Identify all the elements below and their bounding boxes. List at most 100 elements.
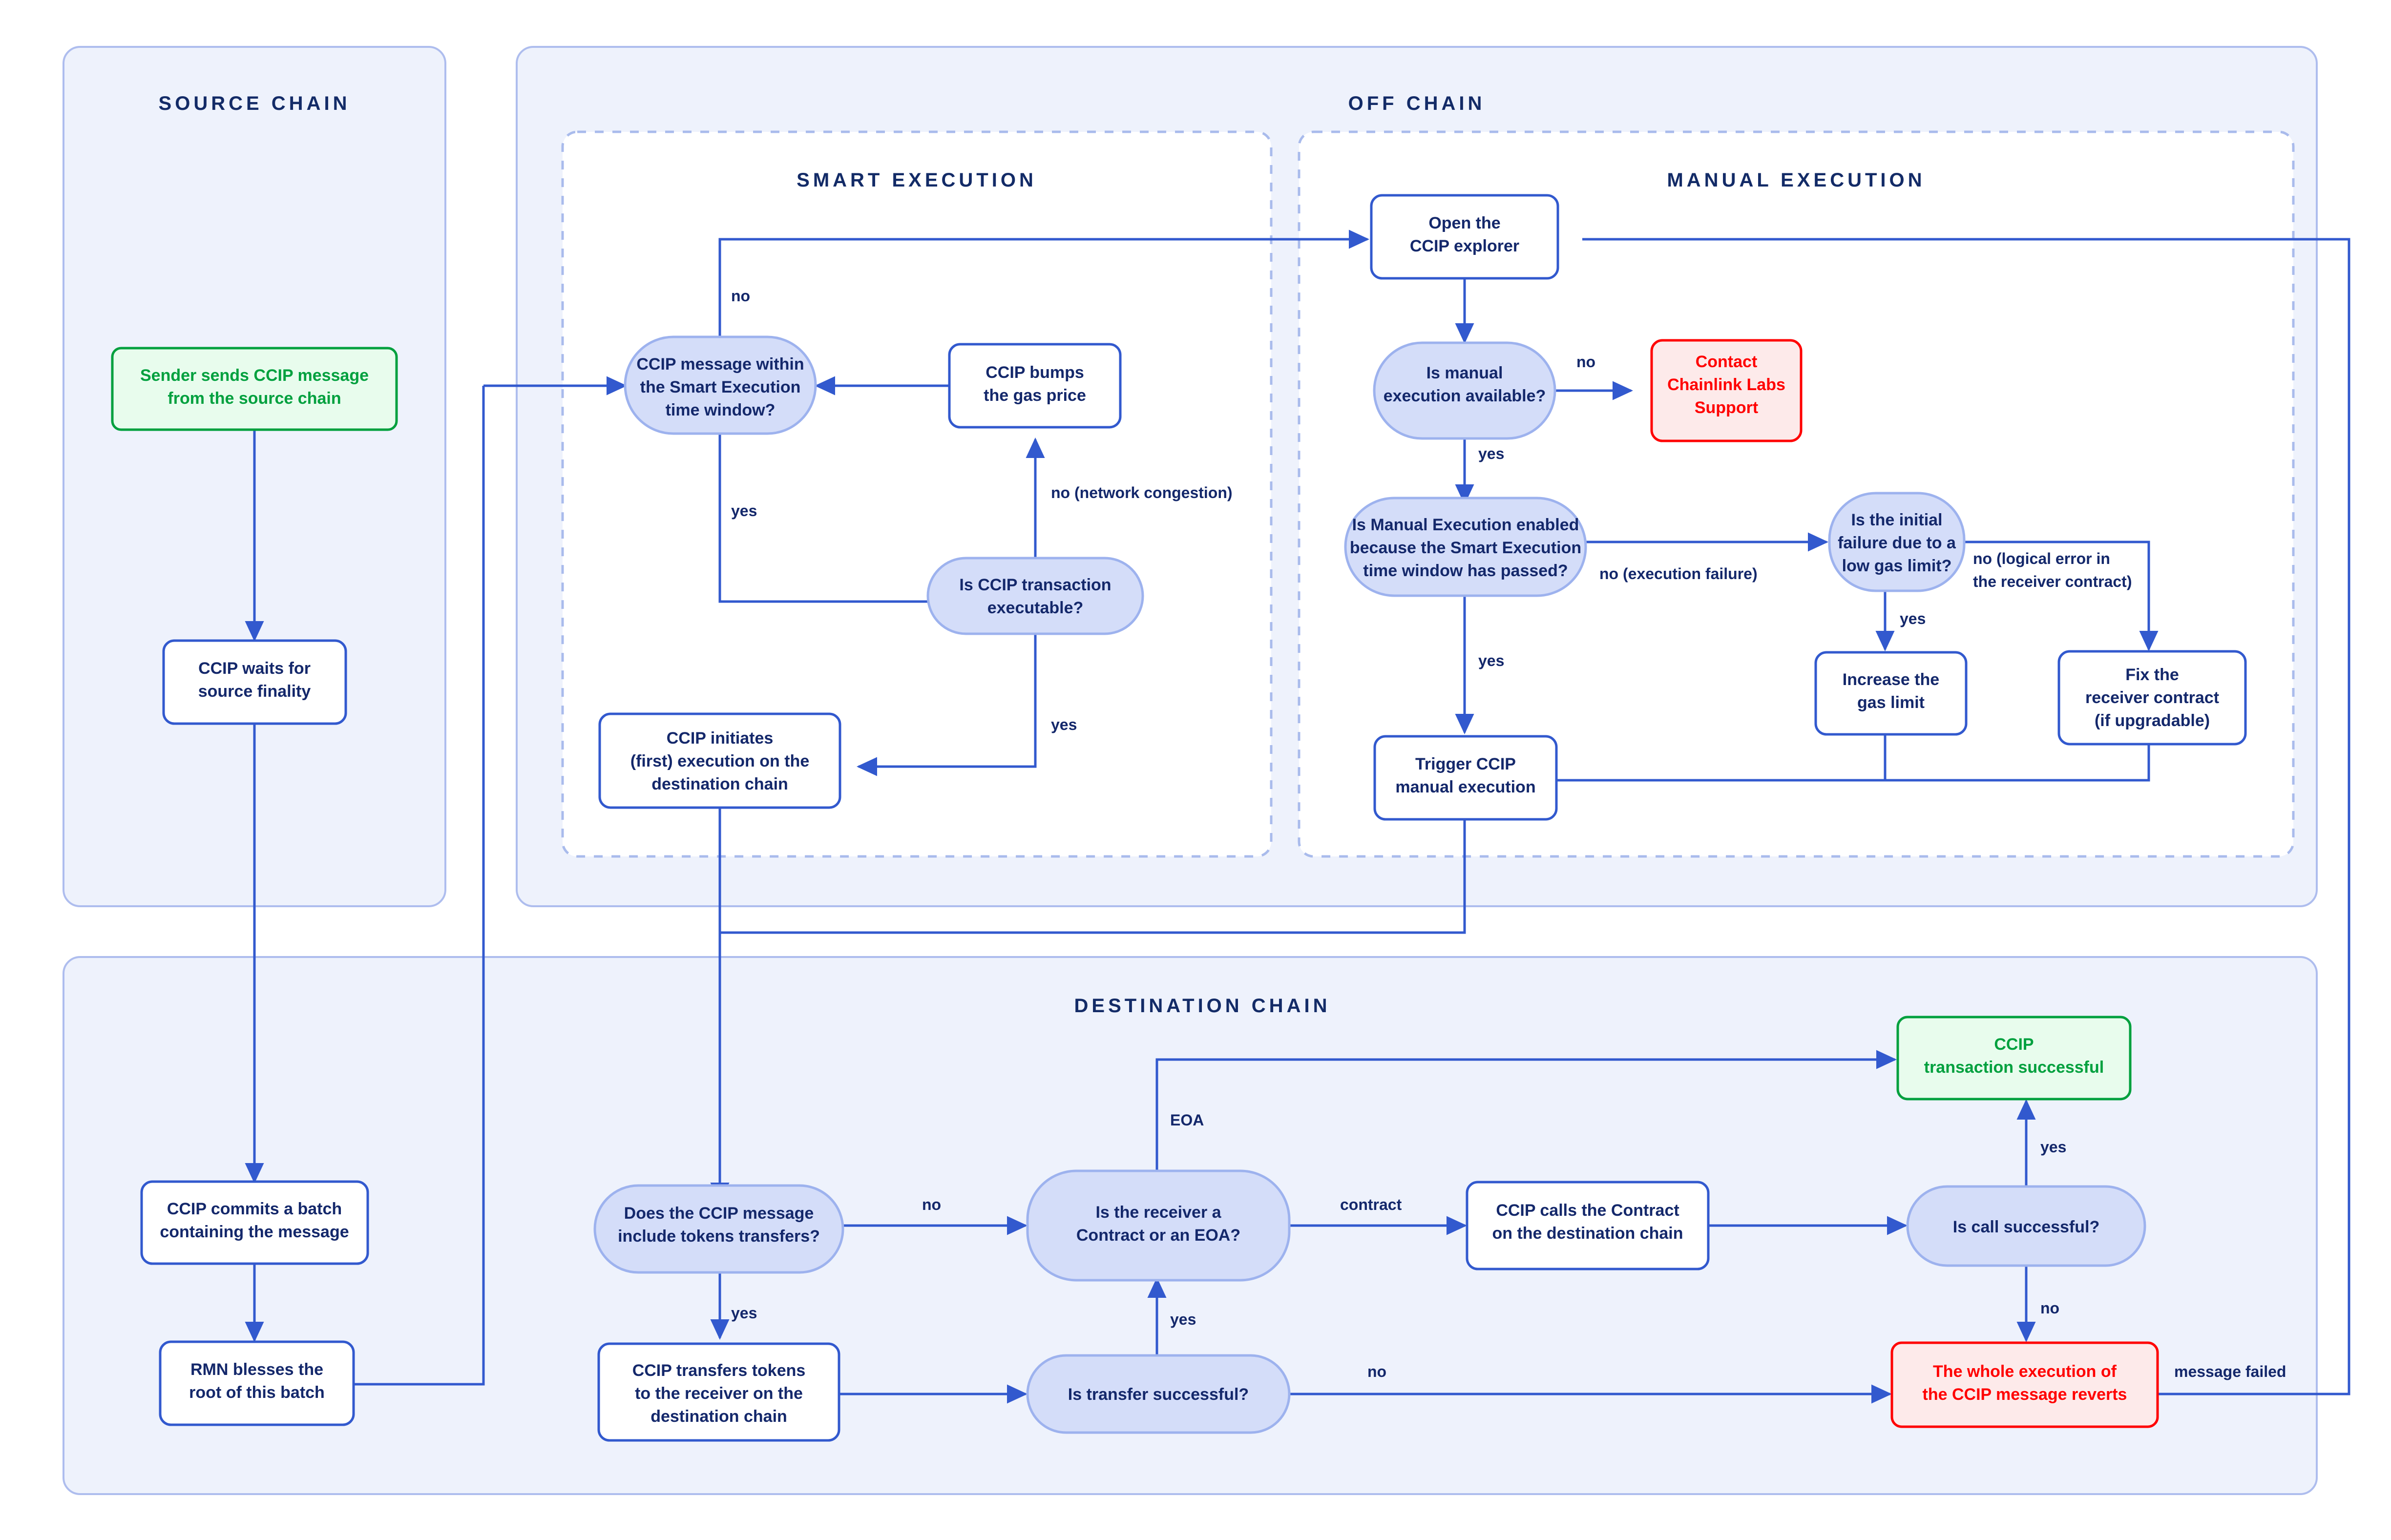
edge-label-eoa: EOA (1170, 1111, 1204, 1129)
edge-label-no-congestion: no (network congestion) (1051, 484, 1233, 501)
node-transfers-tokens-line-2: destination chain (650, 1407, 787, 1426)
edge-fix-to-trigger (1504, 734, 2150, 782)
edge-label-message-failed: message failed (2174, 1363, 2286, 1380)
node-manual-available[interactable]: Is manual execution available? (1373, 341, 1556, 440)
node-initiates-exec-line-2: destination chain (651, 775, 788, 793)
node-waits-finality[interactable]: CCIP waits for source finality (162, 639, 347, 725)
node-rmn-blesses[interactable]: RMN blesses the root of this batch (159, 1340, 355, 1426)
node-contact-support[interactable]: Contact Chainlink Labs Support (1650, 339, 1803, 442)
node-open-explorer-line-0: Open the (1428, 214, 1500, 232)
edge-label-yes-tokens: yes (731, 1304, 757, 1322)
node-within-window[interactable]: CCIP message within the Smart Execution … (624, 335, 817, 435)
node-initial-failure-line-1: failure due to a (1838, 534, 1956, 552)
node-rmn-blesses-line-1: root of this batch (189, 1383, 325, 1402)
node-bumps-gas[interactable]: CCIP bumps the gas price (948, 343, 1122, 429)
node-receiver-type-line-1: Contract or an EOA? (1076, 1226, 1240, 1245)
edge-label-no-manual: no (1576, 353, 1595, 371)
edge-label-no-exec-failure: no (execution failure) (1599, 565, 1758, 583)
node-initiates-exec[interactable]: CCIP initiates (first) execution on the … (598, 712, 841, 809)
edge-initialfailure-no-to-fix (1944, 541, 2159, 652)
node-increase-gas-line-0: Increase the (1843, 670, 1939, 689)
node-reverts-line-0: The whole execution of (1933, 1362, 2117, 1381)
edge-label-no-tokens: no (922, 1196, 941, 1213)
edge-label-yes-window: yes (731, 502, 757, 520)
edge-window-yes-to-executable (718, 434, 1018, 611)
edge-trigger-to-merge (720, 798, 1466, 934)
node-manual-enabled-line-2: time window has passed? (1363, 562, 1568, 580)
node-call-success-line-0: Is call successful? (1953, 1218, 2100, 1236)
panel-smart-execution-title: SMART EXECUTION (797, 169, 1037, 191)
node-transfer-success-line-0: Is transfer successful? (1068, 1385, 1249, 1404)
node-initial-failure-line-2: low gas limit? (1842, 557, 1952, 575)
edge-reverts-to-explorer (1582, 238, 2350, 1395)
node-commits-batch-line-0: CCIP commits a batch (167, 1200, 342, 1218)
edge-label-yes-gas: yes (1900, 610, 1926, 627)
node-contact-support-line-1: Chainlink Labs (1667, 375, 1785, 394)
edge-label-no-window: no (731, 287, 750, 305)
node-reverts[interactable]: The whole execution of the CCIP message … (1890, 1341, 2159, 1428)
panel-off-chain-title: OFF CHAIN (1348, 93, 1486, 114)
panel-manual-execution: MANUAL EXECUTION (1298, 130, 2295, 858)
node-tx-executable[interactable]: Is CCIP transaction executable? (926, 557, 1144, 635)
node-tx-executable-line-1: executable? (987, 599, 1084, 617)
edge-label-no-call: no (2040, 1299, 2059, 1317)
node-commits-batch[interactable]: CCIP commits a batch containing the mess… (140, 1180, 369, 1265)
node-calls-contract[interactable]: CCIP calls the Contract on the destinati… (1466, 1181, 1710, 1270)
node-tx-successful-line-1: transaction successful (1924, 1058, 2104, 1077)
node-fix-receiver[interactable]: Fix the receiver contract (if upgradable… (2057, 650, 2247, 746)
node-initiates-exec-line-1: (first) execution on the (630, 752, 809, 770)
node-rmn-blesses-line-0: RMN blesses the (190, 1360, 323, 1379)
node-waits-finality-line-1: source finality (198, 682, 311, 701)
edge-layer (245, 229, 2350, 1404)
node-within-window-line-0: CCIP message within (636, 355, 804, 374)
node-fix-receiver-line-1: receiver contract (2085, 688, 2219, 707)
node-transfer-success[interactable]: Is transfer successful? (1026, 1354, 1291, 1434)
node-tx-successful[interactable]: CCIP transaction successful (1896, 1016, 2132, 1101)
node-trigger-manual-line-0: Trigger CCIP (1415, 755, 1516, 773)
node-includes-tokens[interactable]: Does the CCIP message include tokens tra… (593, 1184, 844, 1274)
node-initiates-exec-line-0: CCIP initiates (667, 729, 774, 748)
edge-label-no-logical: no (logical error in (1973, 550, 2110, 567)
node-includes-tokens-line-1: include tokens transfers? (618, 1227, 820, 1246)
node-sender-sends[interactable]: Sender sends CCIP message from the sourc… (111, 347, 398, 431)
node-initial-failure[interactable]: Is the initial failure due to a low gas … (1828, 492, 1966, 592)
node-fix-receiver-line-0: Fix the (2125, 666, 2179, 684)
node-sender-sends-line-0: Sender sends CCIP message (140, 366, 369, 385)
node-calls-contract-line-1: on the destination chain (1492, 1224, 1683, 1243)
edge-receivertype-eoa-to-success (1155, 1050, 1897, 1172)
node-trigger-manual-line-1: manual execution (1395, 778, 1535, 796)
edge-label-contract: contract (1340, 1196, 1402, 1213)
node-calls-contract-line-0: CCIP calls the Contract (1496, 1201, 1679, 1220)
node-trigger-manual[interactable]: Trigger CCIP manual execution (1373, 735, 1558, 821)
panel-smart-execution: SMART EXECUTION (561, 130, 1273, 858)
node-manual-enabled[interactable]: Is Manual Execution enabled because the … (1344, 497, 1587, 597)
edge-label-no-transfer: no (1367, 1363, 1386, 1380)
node-waits-finality-line-0: CCIP waits for (198, 659, 311, 678)
node-manual-enabled-line-1: because the Smart Execution (1350, 539, 1581, 557)
node-contact-support-line-2: Support (1695, 398, 1758, 417)
node-manual-enabled-line-0: Is Manual Execution enabled (1352, 516, 1579, 534)
node-reverts-line-1: the CCIP message reverts (1923, 1385, 2127, 1404)
panel-manual-execution-title: MANUAL EXECUTION (1667, 169, 1925, 191)
node-call-success[interactable]: Is call successful? (1906, 1185, 2146, 1267)
node-increase-gas[interactable]: Increase the gas limit (1814, 651, 1968, 736)
panel-destination-chain-title: DESTINATION CHAIN (1074, 995, 1331, 1017)
edge-label-yes-transfer: yes (1170, 1311, 1196, 1328)
node-receiver-type[interactable]: Is the receiver a Contract or an EOA? (1026, 1169, 1291, 1282)
node-increase-gas-line-1: gas limit (1857, 693, 1925, 712)
node-open-explorer-line-1: CCIP explorer (1410, 237, 1519, 255)
node-transfers-tokens[interactable]: CCIP transfers tokens to the receiver on… (597, 1342, 840, 1442)
node-sender-sends-line-1: from the source chain (168, 389, 341, 408)
edge-rmn-to-window-seg (353, 386, 485, 1386)
node-includes-tokens-line-0: Does the CCIP message (624, 1204, 814, 1223)
edge-label-yes-call: yes (2040, 1138, 2066, 1156)
node-commits-batch-line-1: containing the message (160, 1223, 349, 1241)
node-within-window-line-2: time window? (666, 401, 776, 419)
node-transfers-tokens-line-1: to the receiver on the (635, 1384, 803, 1403)
node-open-explorer[interactable]: Open the CCIP explorer (1370, 194, 1559, 280)
edge-label-layer: no yes no (network congestion) yes no ye… (731, 287, 2286, 1380)
node-tx-executable-line-0: Is CCIP transaction (959, 576, 1111, 594)
node-fix-receiver-line-2: (if upgradable) (2095, 711, 2210, 730)
